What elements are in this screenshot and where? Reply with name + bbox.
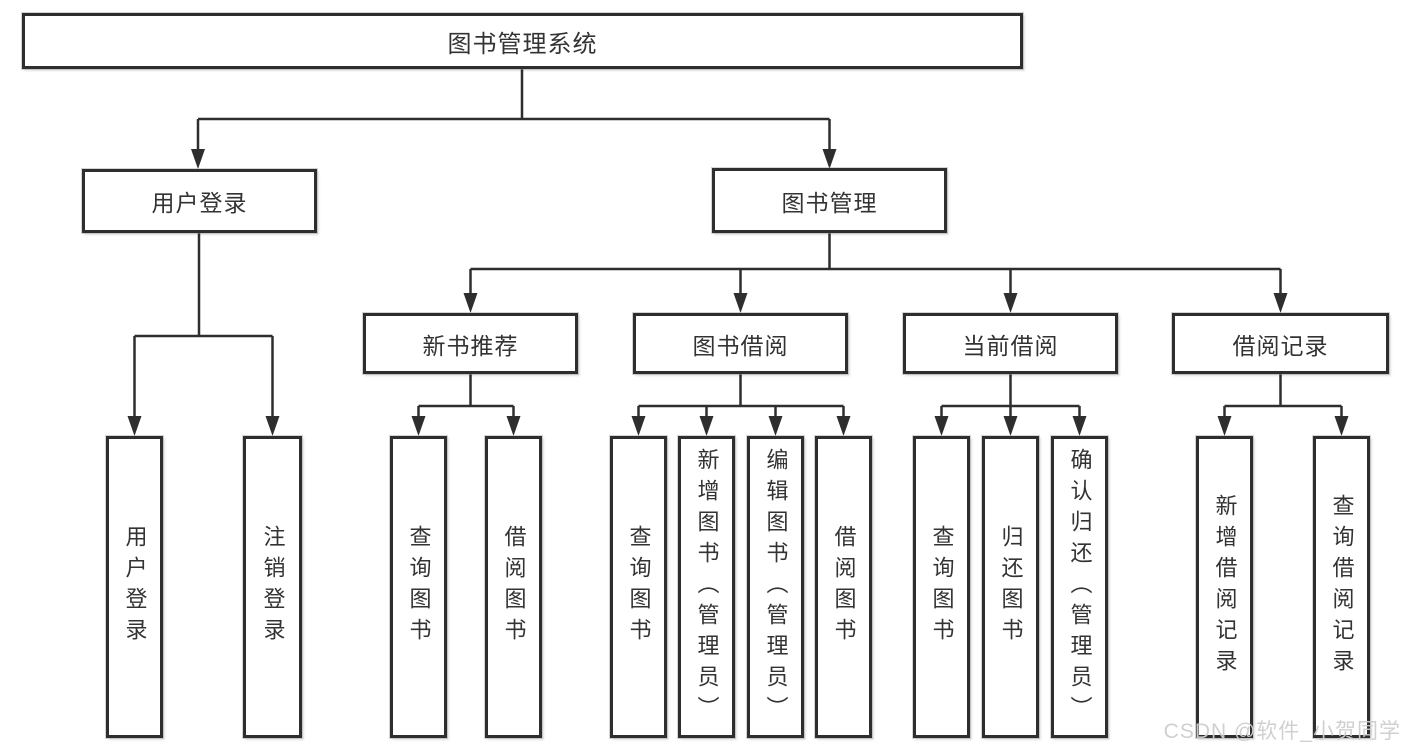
edge-book-management-to-level3 bbox=[463, 233, 1288, 313]
node-label: 查询图书 bbox=[406, 525, 432, 649]
leaf-logout-login: 注销登录 bbox=[243, 436, 302, 738]
node-label: 确认归还（管理员） bbox=[1067, 447, 1093, 727]
csdn-watermark: CSDN @软件_小贺同学 bbox=[1163, 720, 1401, 743]
leaf-add-books-admin: 新增图书（管理员） bbox=[678, 436, 735, 738]
node-label: 新增借阅记录 bbox=[1212, 494, 1238, 680]
node-label: 用户登录 bbox=[151, 190, 248, 216]
node-borrow-records: 借阅记录 bbox=[1172, 313, 1389, 374]
edge-book-borrowing-to-leaves bbox=[631, 374, 851, 436]
leaf-recommend-borrow-books: 借阅图书 bbox=[485, 436, 542, 738]
leaf-borrowing-query-books: 查询图书 bbox=[610, 436, 667, 738]
node-library-management-system: 图书管理系统 bbox=[22, 13, 1023, 69]
leaf-recommend-query-books: 查询图书 bbox=[390, 436, 447, 738]
node-label: 新增图书（管理员） bbox=[694, 447, 720, 727]
node-label: 新书推荐 bbox=[422, 332, 519, 359]
node-label: 查询借阅记录 bbox=[1329, 494, 1355, 680]
node-label: 图书借阅 bbox=[692, 332, 789, 359]
node-label: 注销登录 bbox=[260, 525, 286, 649]
edge-borrow-records-to-leaves bbox=[1217, 374, 1349, 436]
leaf-current-query-books: 查询图书 bbox=[913, 436, 970, 738]
node-label: 查询图书 bbox=[929, 525, 955, 649]
node-book-borrowing: 图书借阅 bbox=[633, 313, 848, 374]
leaf-return-books: 归还图书 bbox=[982, 436, 1039, 738]
node-label: 当前借阅 bbox=[962, 332, 1059, 359]
leaf-confirm-return-admin: 确认归还（管理员） bbox=[1051, 436, 1108, 738]
node-label: 图书管理 bbox=[781, 189, 878, 216]
node-user-login: 用户登录 bbox=[82, 169, 317, 233]
leaf-add-borrow-record: 新增借阅记录 bbox=[1196, 436, 1253, 738]
edge-new-book-recommend-to-leaves bbox=[411, 374, 521, 436]
leaf-edit-books-admin: 编辑图书（管理员） bbox=[747, 436, 804, 738]
node-new-book-recommend: 新书推荐 bbox=[363, 313, 578, 374]
edge-current-borrowing-to-leaves bbox=[934, 374, 1087, 436]
node-label: 借阅图书 bbox=[831, 525, 857, 649]
node-label: 借阅记录 bbox=[1232, 332, 1329, 359]
node-book-management: 图书管理 bbox=[712, 168, 947, 233]
node-label: 归还图书 bbox=[998, 525, 1024, 649]
leaf-user-login: 用户登录 bbox=[106, 436, 163, 738]
node-label: 借阅图书 bbox=[501, 525, 527, 649]
node-label: 图书管理系统 bbox=[447, 30, 598, 58]
edge-user-login-to-leaves bbox=[127, 233, 280, 436]
edge-root-to-level2 bbox=[191, 68, 837, 169]
node-label: 查询图书 bbox=[626, 525, 652, 649]
leaf-query-borrow-record: 查询借阅记录 bbox=[1313, 436, 1370, 738]
node-label: 用户登录 bbox=[122, 525, 148, 649]
node-label: 编辑图书（管理员） bbox=[763, 447, 789, 727]
leaf-borrowing-borrow-books: 借阅图书 bbox=[815, 436, 872, 738]
node-current-borrowing: 当前借阅 bbox=[903, 313, 1118, 374]
